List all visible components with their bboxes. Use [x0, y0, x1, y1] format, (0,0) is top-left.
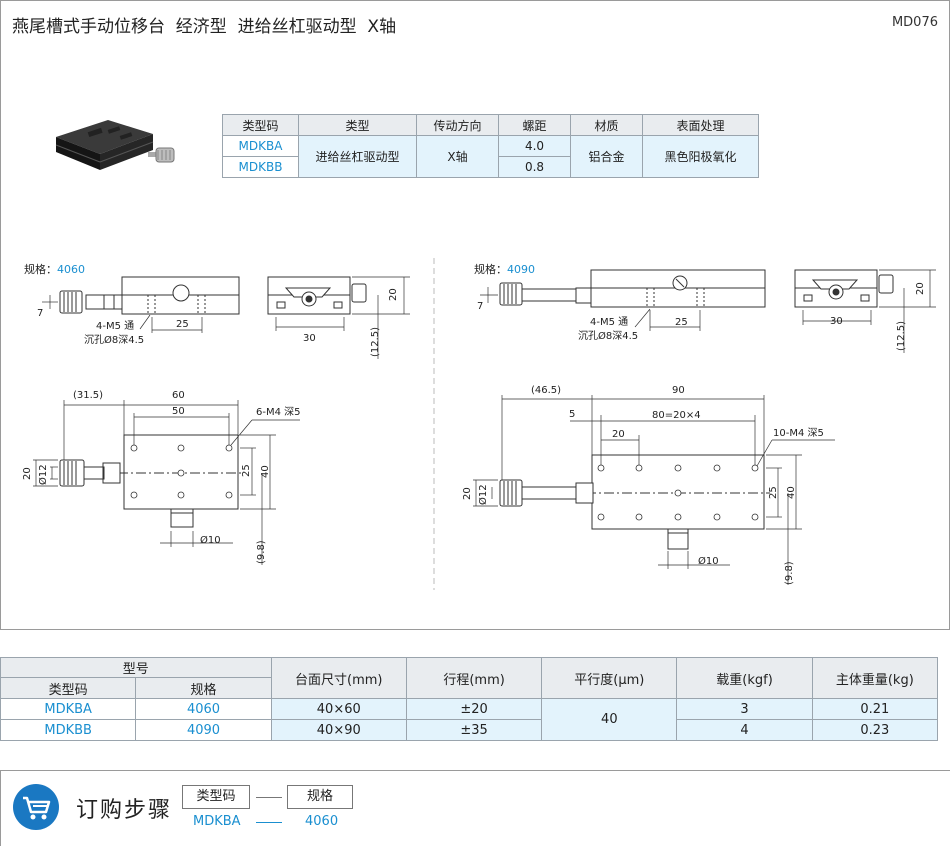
col-material: 材质 — [570, 114, 643, 136]
side-view-right — [499, 269, 766, 308]
svg-text:20: 20 — [22, 467, 33, 480]
svg-text:Ø12: Ø12 — [37, 464, 49, 485]
col-parallelism: 平行度(μm) — [541, 657, 678, 699]
col-load: 载重(kgf) — [676, 657, 813, 699]
svg-text:50: 50 — [172, 406, 185, 417]
type-code-a[interactable]: MDKBA — [222, 135, 299, 157]
pitch-b: 0.8 — [498, 156, 571, 178]
top-view-right — [499, 454, 770, 550]
col-size: 台面尺寸(mm) — [270, 657, 407, 699]
pitch-a: 4.0 — [498, 135, 571, 157]
svg-text:80=20×4: 80=20×4 — [652, 410, 701, 421]
spec-table: 类型码 类型 传动方向 螺距 材质 表面处理 MDKBA 进给丝杠驱动型 X轴 … — [222, 114, 759, 178]
type-code-b[interactable]: MDKBB — [222, 156, 299, 178]
svg-text:20: 20 — [915, 282, 926, 295]
product-photo — [55, 120, 175, 170]
svg-text:4-M5 通: 4-M5 通 — [96, 320, 134, 332]
side-view-left — [59, 276, 240, 315]
drawing-left: 7 25 4-M5 通 沉孔Ø8深4.5 30 20 (12.5) — [22, 276, 410, 565]
order-value-spec[interactable]: 4060 — [305, 814, 339, 829]
svg-text:(9.8): (9.8) — [256, 540, 267, 564]
svg-text:Ø10: Ø10 — [200, 534, 221, 546]
svg-text:20: 20 — [388, 288, 399, 301]
row-stroke: ±35 — [405, 719, 543, 741]
material-value: 铝合金 — [570, 135, 643, 178]
spec-label-right: 规格：4090 — [474, 263, 535, 276]
svg-text:(12.5): (12.5) — [896, 321, 907, 351]
row-size: 40×90 — [270, 719, 407, 741]
order-connector — [256, 797, 282, 798]
svg-text:4-M5 通: 4-M5 通 — [590, 316, 628, 328]
svg-text:5: 5 — [569, 409, 575, 420]
row-spec[interactable]: 4060 — [135, 698, 272, 720]
svg-text:40: 40 — [786, 486, 797, 499]
svg-text:(12.5): (12.5) — [370, 327, 381, 357]
row-load: 4 — [676, 719, 813, 741]
order-title: 订购步骤 — [76, 798, 173, 823]
row-load: 3 — [676, 698, 813, 720]
col-type: 类型 — [298, 114, 417, 136]
front-view-right — [794, 269, 894, 308]
group-header: 型号 — [0, 657, 272, 678]
col-weight: 主体重量(kg) — [811, 657, 939, 699]
svg-text:6-M4 深5: 6-M4 深5 — [256, 406, 301, 418]
col-stroke: 行程(mm) — [405, 657, 543, 699]
row-code[interactable]: MDKBB — [0, 719, 137, 741]
order-box-spec: 规格 — [287, 785, 353, 809]
drawing-right: 7 25 4-M5 通 沉孔Ø8深4.5 30 20 (12.5) — [462, 269, 936, 585]
row-weight: 0.23 — [811, 719, 939, 741]
svg-text:(46.5): (46.5) — [531, 385, 561, 396]
svg-text:20: 20 — [462, 487, 473, 500]
svg-text:Ø12: Ø12 — [477, 484, 489, 505]
svg-text:沉孔Ø8深4.5: 沉孔Ø8深4.5 — [84, 333, 144, 346]
page-title: 燕尾槽式手动位移台 经济型 进给丝杠驱动型 X轴 — [12, 17, 397, 37]
order-value-type-code[interactable]: MDKBA — [193, 814, 241, 829]
svg-text:25: 25 — [241, 464, 252, 477]
order-box-type-code: 类型码 — [182, 785, 250, 809]
row-spec[interactable]: 4090 — [135, 719, 272, 741]
table-row: MDKBB 4090 40×90 ±35 4 0.23 — [0, 719, 939, 741]
product-code: MD076 — [891, 15, 938, 30]
parallelism-value: 40 — [541, 698, 678, 741]
svg-text:60: 60 — [172, 390, 185, 401]
row-code[interactable]: MDKBA — [0, 698, 137, 720]
direction-value: X轴 — [416, 135, 499, 178]
order-panel — [0, 770, 950, 846]
svg-text:(31.5): (31.5) — [73, 390, 103, 401]
row-weight: 0.21 — [811, 698, 939, 720]
spec-label-left: 规格：4060 — [24, 263, 85, 276]
drawing-divider — [433, 258, 435, 590]
table-row: MDKBA 4060 40×60 ±20 40 3 0.21 — [0, 698, 939, 741]
svg-text:25: 25 — [768, 486, 779, 499]
cart-icon — [13, 784, 59, 830]
svg-text:20: 20 — [612, 429, 625, 440]
svg-text:10-M4 深5: 10-M4 深5 — [773, 427, 824, 439]
svg-text:(9.8): (9.8) — [784, 561, 795, 585]
type-value: 进给丝杠驱动型 — [298, 135, 417, 178]
row-stroke: ±20 — [405, 698, 543, 720]
col-type-code: 类型码 — [222, 114, 299, 136]
col-spec: 规格 — [135, 677, 272, 699]
front-view-left — [267, 276, 367, 315]
svg-text:沉孔Ø8深4.5: 沉孔Ø8深4.5 — [578, 329, 638, 342]
svg-text:25: 25 — [176, 319, 189, 330]
row-size: 40×60 — [270, 698, 407, 720]
svg-text:25: 25 — [675, 317, 688, 328]
top-view-left — [59, 434, 244, 528]
col-finish: 表面处理 — [642, 114, 759, 136]
svg-text:90: 90 — [672, 385, 685, 396]
finish-value: 黑色阳极氧化 — [642, 135, 759, 178]
svg-text:7: 7 — [37, 308, 43, 319]
svg-text:Ø10: Ø10 — [698, 555, 719, 567]
svg-text:7: 7 — [477, 301, 483, 312]
svg-text:40: 40 — [260, 465, 271, 478]
product-panel — [0, 0, 950, 630]
svg-text:30: 30 — [303, 333, 316, 344]
col-direction: 传动方向 — [416, 114, 499, 136]
model-table: 型号 台面尺寸(mm) 行程(mm) 平行度(μm) 载重(kgf) 主体重量(… — [0, 657, 939, 741]
svg-text:30: 30 — [830, 316, 843, 327]
order-value-connector — [256, 822, 282, 823]
col-pitch: 螺距 — [498, 114, 571, 136]
col-type-code-2: 类型码 — [0, 677, 137, 699]
